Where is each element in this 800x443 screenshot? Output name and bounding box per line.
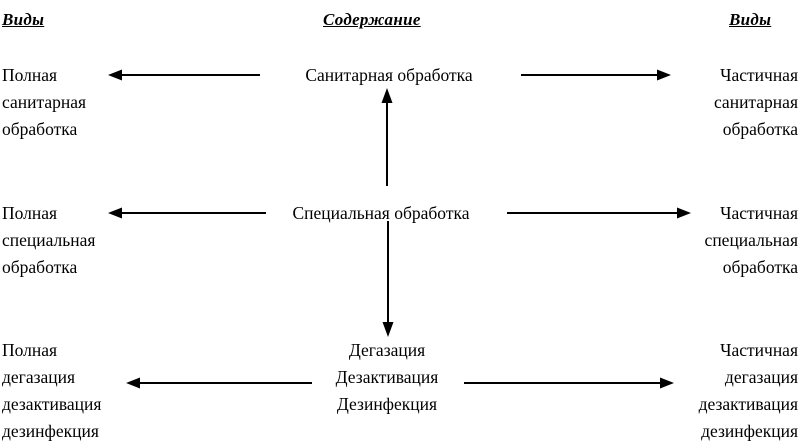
row3-left-label: Полная дегазация дезактивация дезинфекци… bbox=[2, 337, 101, 443]
arrow-right-icon-row1 bbox=[521, 67, 671, 83]
text-line: Санитарная обработка bbox=[305, 65, 473, 85]
text-line: Частичная bbox=[720, 340, 798, 360]
text-line: Полная bbox=[2, 65, 58, 85]
arrow-left-icon-row1 bbox=[108, 67, 260, 83]
row1-right-label: Частичная санитарная обработка bbox=[714, 62, 798, 143]
column-header-center: Содержание bbox=[323, 10, 421, 29]
text-line: Частичная bbox=[720, 65, 798, 85]
arrow-down-icon-center bbox=[380, 221, 396, 337]
text-line: Полная bbox=[2, 203, 58, 223]
text-line: Дезинфекция bbox=[336, 394, 438, 414]
text-line: дегазация bbox=[724, 367, 798, 387]
text-line: дезинфекция bbox=[701, 421, 798, 441]
text-line: Частичная bbox=[720, 203, 798, 223]
column-header-left: Виды bbox=[2, 10, 45, 29]
text-line: санитарная bbox=[2, 92, 87, 112]
column-header-right: Виды bbox=[729, 10, 772, 29]
row1-center-label: Санитарная обработка bbox=[256, 62, 522, 89]
text-line: Полная bbox=[2, 340, 58, 360]
row1-left-label: Полная санитарная обработка bbox=[2, 62, 86, 143]
text-line: обработка bbox=[2, 257, 78, 277]
text-line: обработка bbox=[722, 119, 798, 139]
text-line: санитарная bbox=[713, 92, 798, 112]
text-line: Дезактивация bbox=[335, 367, 439, 387]
row2-right-label: Частичная специальная обработка bbox=[705, 200, 798, 281]
text-line: дегазация bbox=[2, 367, 76, 387]
text-line: Дегазация bbox=[348, 340, 426, 360]
arrow-left-icon-row3 bbox=[126, 375, 312, 391]
text-line: Специальная обработка bbox=[292, 203, 470, 223]
arrow-up-icon-center bbox=[379, 88, 395, 186]
text-line: обработка bbox=[2, 119, 78, 139]
row2-center-label: Специальная обработка bbox=[248, 200, 514, 227]
text-line: дезинфекция bbox=[2, 421, 99, 441]
row3-right-label: Частичная дегазация дезактивация дезинфе… bbox=[699, 337, 798, 443]
row2-left-label: Полная специальная обработка bbox=[2, 200, 95, 281]
text-line: обработка bbox=[722, 257, 798, 277]
text-line: специальная bbox=[2, 230, 96, 250]
arrow-right-icon-row3 bbox=[464, 375, 674, 391]
arrow-right-icon-row2 bbox=[507, 205, 691, 221]
text-line: дезактивация bbox=[698, 394, 798, 414]
row3-center-label: Дегазация Дезактивация Дезинфекция bbox=[282, 337, 492, 418]
text-line: специальная bbox=[704, 230, 798, 250]
text-line: дезактивация bbox=[2, 394, 102, 414]
arrow-left-icon-row2 bbox=[108, 205, 266, 221]
